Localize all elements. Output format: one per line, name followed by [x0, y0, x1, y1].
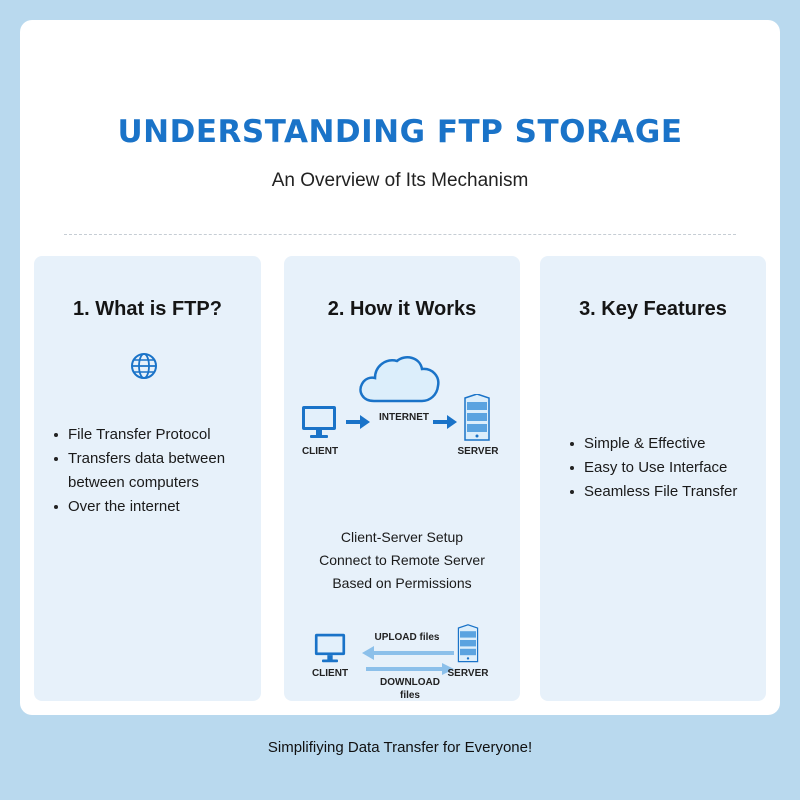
page-title: UNDERSTANDING FTP STORAGE: [117, 114, 683, 150]
client-computer-icon: [314, 633, 346, 663]
arrow-left-icon: [362, 646, 454, 660]
cloud-icon: [359, 356, 440, 403]
setup-line: Client-Server Setup: [340, 529, 464, 545]
upload-label: UPLOAD files: [374, 632, 440, 643]
setup-line: Connect to Remote Server: [319, 552, 485, 568]
list-item: Simple & Effective: [570, 432, 737, 456]
download-label-line: DOWNLOAD: [380, 677, 440, 688]
internet-label: INTERNET: [379, 412, 429, 423]
list-item: Transfers data between: [54, 447, 225, 471]
setup-line: Based on Permissions: [332, 575, 472, 591]
list-item: Over the internet: [54, 495, 225, 519]
list-item: between computers: [68, 474, 199, 491]
infographic-card: UNDERSTANDING FTP STORAGE An Overview of…: [20, 20, 780, 715]
arrow-right-icon: [366, 663, 454, 675]
list-item: File Transfer Protocol: [54, 423, 225, 447]
list-item: Seamless File Transfer: [570, 480, 737, 504]
panel-title: 2. How it Works: [327, 298, 477, 320]
panel-how-it-works: 2. How it Works INTERNET CLIENT SERVER: [284, 256, 520, 701]
dashed-divider: [64, 234, 736, 235]
server-icon: [457, 624, 479, 663]
server-icon: [464, 394, 490, 441]
panel-title: 1. What is FTP?: [73, 298, 222, 320]
client-label: CLIENT: [301, 446, 339, 457]
list-item: Easy to Use Interface: [570, 456, 737, 480]
arrow-right-icon: [346, 415, 370, 429]
server-label: SERVER: [447, 668, 489, 679]
panel-title: 3. Key Features: [579, 298, 727, 320]
client-label: CLIENT: [311, 668, 349, 679]
page-subtitle: An Overview of Its Mechanism: [271, 170, 529, 191]
server-label: SERVER: [457, 446, 499, 457]
panel-what-is-ftp: 1. What is FTP? File Transfer Protocol T…: [34, 256, 261, 701]
ftp-definition-list: File Transfer Protocol Transfers data be…: [54, 423, 225, 519]
download-label: DOWNLOAD files: [366, 676, 454, 702]
footer-tagline: Simplifiying Data Transfer for Everyone!: [267, 739, 533, 756]
features-list: Simple & Effective Easy to Use Interface…: [570, 432, 737, 504]
client-computer-icon: [302, 406, 336, 438]
panel-key-features: 3. Key Features Simple & Effective Easy …: [540, 256, 766, 701]
globe-icon: [131, 353, 157, 379]
setup-text: Client-Server Setup Connect to Remote Se…: [284, 526, 520, 595]
arrow-right-icon: [433, 415, 457, 429]
download-label-line: files: [399, 690, 420, 701]
